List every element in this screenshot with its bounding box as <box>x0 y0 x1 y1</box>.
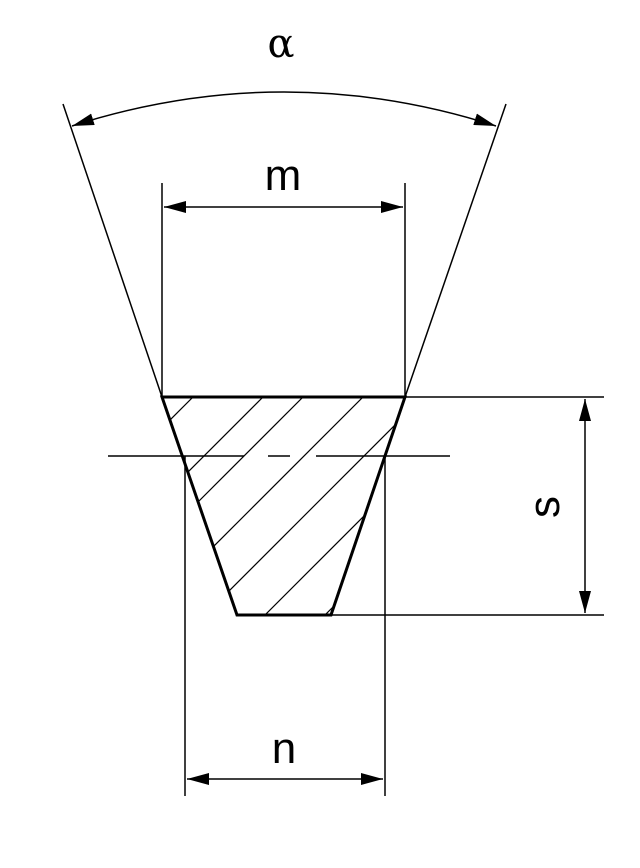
angle-extension-left <box>62 103 163 398</box>
n-label: n <box>272 724 296 773</box>
alpha-label: α <box>267 21 294 67</box>
belt-cross-section-outline <box>159 395 408 617</box>
alpha-arc-dimension <box>71 91 497 127</box>
m-label: m <box>265 151 302 200</box>
angle-extension-right <box>404 103 507 398</box>
s-label: s <box>520 496 569 518</box>
section-hatching <box>162 397 405 615</box>
